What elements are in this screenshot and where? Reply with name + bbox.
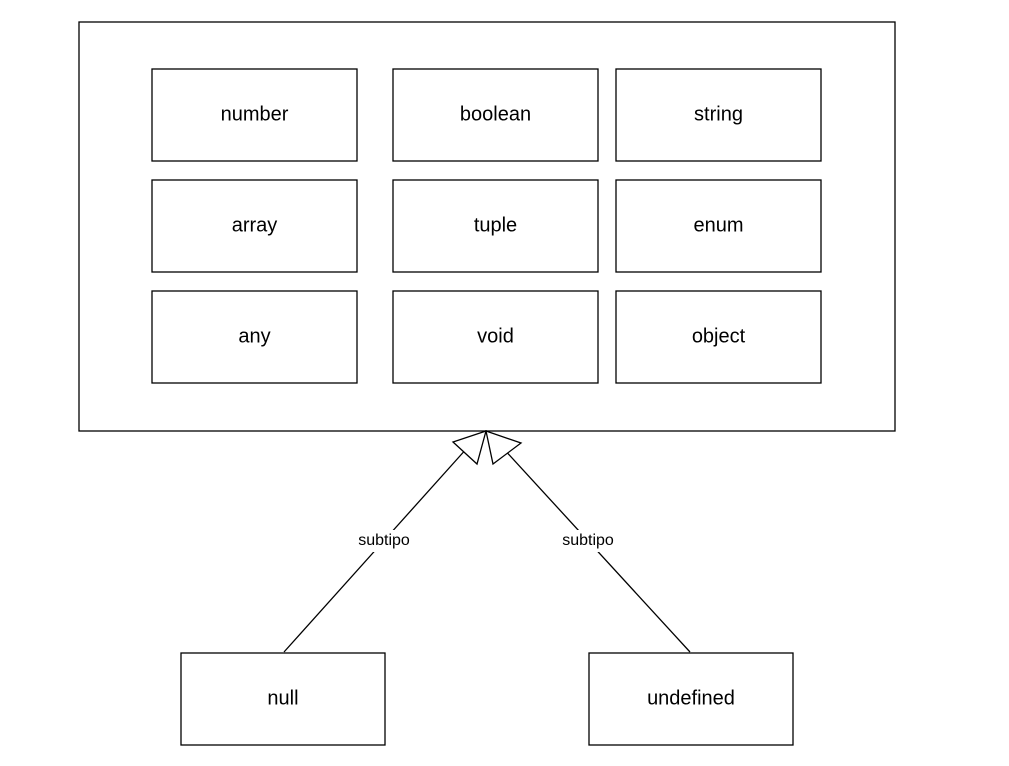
edge-label-null: subtipo: [358, 532, 410, 549]
type-box-array: array: [151, 179, 358, 273]
type-label-object: object: [692, 325, 746, 347]
type-label-tuple: tuple: [474, 214, 517, 236]
type-label-number: number: [221, 103, 289, 125]
type-box-object: object: [615, 290, 822, 384]
type-label-boolean: boolean: [460, 103, 531, 125]
type-label-any: any: [238, 325, 270, 347]
type-box-tuple: tuple: [392, 179, 599, 273]
type-label-enum: enum: [693, 214, 743, 236]
inheritance-arrowhead-left: [451, 429, 487, 466]
type-label-array: array: [232, 214, 278, 236]
edge-null-subtype: subtipo: [283, 429, 487, 653]
type-box-null: null: [180, 652, 386, 746]
edge-label-undefined: subtipo: [562, 532, 614, 549]
type-box-void: void: [392, 290, 599, 384]
type-box-undefined: undefined: [588, 652, 794, 746]
type-label-void: void: [477, 325, 514, 347]
type-label-string: string: [694, 103, 743, 125]
type-box-boolean: boolean: [392, 68, 599, 162]
inheritance-arrowhead-right: [485, 430, 523, 466]
type-box-any: any: [151, 290, 358, 384]
type-label-null: null: [267, 687, 298, 709]
type-box-enum: enum: [615, 179, 822, 273]
edge-undefined-subtype: subtipo: [485, 430, 691, 653]
type-box-string: string: [615, 68, 822, 162]
type-box-number: number: [151, 68, 358, 162]
type-label-undefined: undefined: [647, 687, 735, 709]
